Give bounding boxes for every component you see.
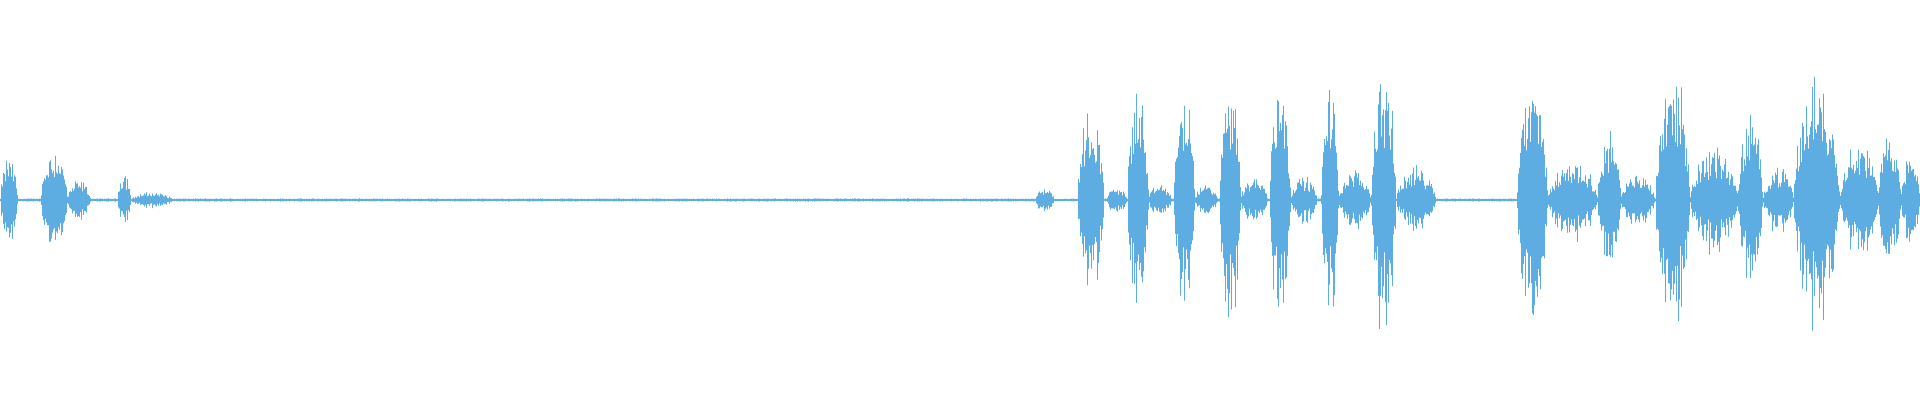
waveform-path <box>0 76 1920 331</box>
waveform-bars <box>0 76 1920 331</box>
